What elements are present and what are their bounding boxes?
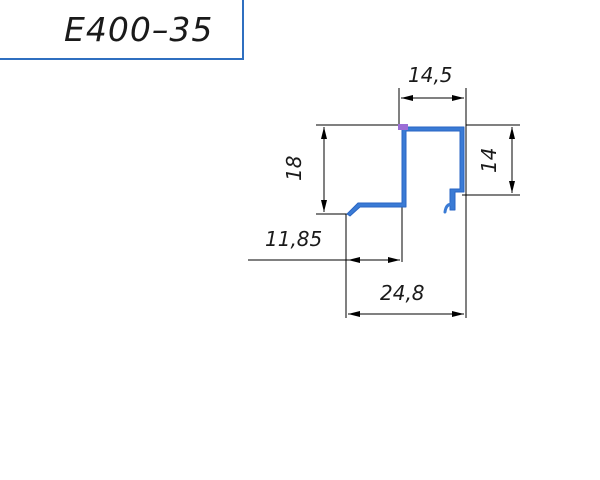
label-total-width: 24,8 — [380, 281, 425, 305]
profile-code-title: E400–35 — [64, 10, 214, 49]
profile-corner-mark — [398, 124, 408, 130]
label-top-width: 14,5 — [408, 63, 453, 87]
title-frame: E400–35 — [0, 0, 244, 60]
extension-lines — [316, 88, 520, 318]
profile-shape — [346, 126, 465, 217]
label-height-right: 14 — [477, 148, 501, 173]
dimension-lines — [248, 95, 515, 317]
label-offset: 11,85 — [265, 227, 322, 251]
profile-hook — [443, 202, 454, 214]
label-height-left: 18 — [282, 156, 306, 181]
aluminium-profile — [346, 124, 465, 217]
